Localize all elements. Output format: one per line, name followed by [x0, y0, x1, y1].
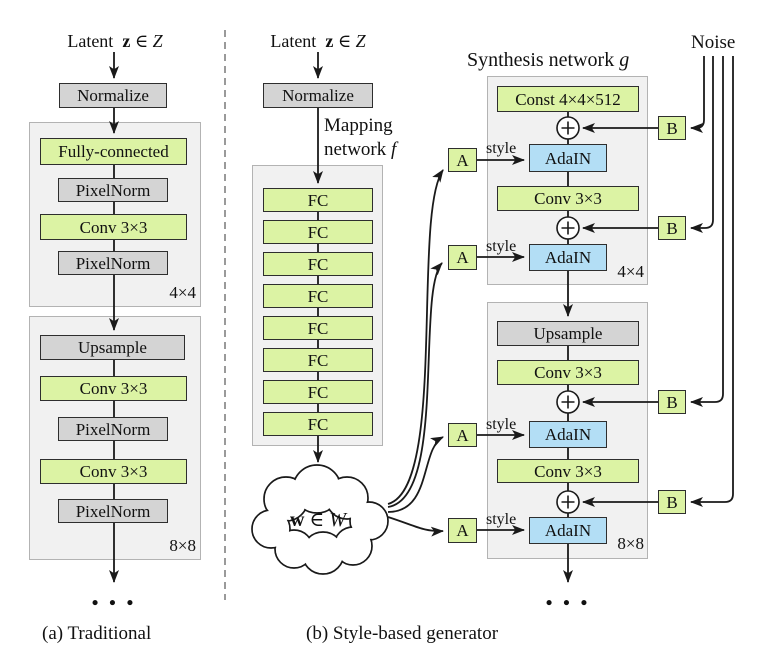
noise-b-box: B	[658, 116, 686, 140]
style-label: style	[486, 416, 517, 433]
synthesis-title: Synthesis network	[467, 49, 615, 71]
element-of-symbol: ∈	[337, 31, 352, 51]
style-broadcast-arrows	[387, 169, 444, 537]
style-label: style	[486, 511, 517, 528]
mapping-word: Mapping	[324, 115, 393, 136]
w-var: w	[290, 509, 305, 531]
latent-word: Latent	[270, 31, 317, 51]
mapping-network-label: Mapping network f	[324, 114, 396, 162]
latent-label-b: Latent z ∈ Z	[233, 30, 403, 53]
pixelnorm-box: PixelNorm	[58, 417, 168, 441]
affine-a-box: A	[448, 148, 477, 172]
fc-box: FC	[263, 252, 373, 276]
noise-lines	[690, 56, 734, 507]
conv3x3-box: Conv 3×3	[497, 360, 639, 385]
noise-label: Noise	[691, 32, 736, 53]
mapping-f-symbol: f	[391, 138, 397, 160]
latent-space-symbol: Z	[355, 31, 366, 51]
conv3x3-box: Conv 3×3	[40, 459, 187, 484]
affine-a-box: A	[448, 245, 477, 270]
w-space-label: w ∈ W	[258, 508, 378, 533]
resolution-label-4x4: 4×4	[169, 283, 196, 302]
fc-box: FC	[263, 220, 373, 244]
network-word: network	[324, 138, 387, 160]
noise-b-box: B	[658, 216, 686, 240]
adain-box: AdaIN	[529, 244, 607, 271]
fc-box: FC	[263, 316, 373, 340]
latent-z-var: z	[325, 31, 334, 51]
fc-box: FC	[263, 284, 373, 308]
latent-label-a: Latent z ∈ Z	[30, 30, 200, 53]
pixelnorm-box: PixelNorm	[58, 251, 168, 275]
plus-circle-icons	[556, 116, 580, 514]
upsample-box: Upsample	[40, 335, 185, 360]
caption-a: (a) Traditional	[42, 623, 152, 644]
affine-a-box: A	[448, 518, 477, 543]
fc-box: FC	[263, 412, 373, 436]
resolution-label-8x8: 8×8	[617, 534, 644, 553]
style-label: style	[486, 140, 517, 157]
synthesis-network-label: Synthesis network g	[467, 48, 629, 73]
conv3x3-box: Conv 3×3	[497, 459, 639, 483]
element-of-symbol: ∈	[134, 31, 149, 51]
noise-b-box: B	[658, 490, 686, 514]
upsample-box: Upsample	[497, 321, 639, 346]
element-of-symbol: ∈	[309, 509, 325, 531]
resolution-label-8x8: 8×8	[169, 536, 196, 555]
latent-space-symbol: Z	[152, 31, 163, 51]
pixelnorm-box: PixelNorm	[58, 178, 168, 202]
w-space-cloud	[251, 464, 389, 575]
caption-b: (b) Style-based generator	[306, 623, 499, 644]
adain-box: AdaIN	[529, 421, 607, 448]
conv3x3-box: Conv 3×3	[40, 214, 187, 240]
fc-box: FC	[263, 380, 373, 404]
latent-word: Latent	[67, 31, 114, 51]
fc-box: FC	[263, 348, 373, 372]
latent-z-var: z	[122, 31, 131, 51]
a-to-adain-arrows	[477, 155, 525, 535]
adain-box: AdaIN	[529, 517, 607, 544]
synthesis-g-symbol: g	[619, 49, 630, 71]
fully-connected-box: Fully-connected	[40, 138, 187, 165]
conv3x3-box: Conv 3×3	[40, 376, 187, 401]
continuation-dots-a: • • •	[91, 593, 137, 614]
normalize-box-a: Normalize	[59, 83, 167, 108]
affine-a-box: A	[448, 423, 477, 447]
conv3x3-box: Conv 3×3	[497, 186, 639, 211]
b-to-plus-arrows	[582, 123, 658, 507]
noise-b-box: B	[658, 390, 686, 414]
adain-box: AdaIN	[529, 144, 607, 172]
pixelnorm-box: PixelNorm	[58, 499, 168, 523]
continuation-dots-b: • • •	[545, 593, 591, 614]
w-space-symbol: W	[329, 509, 346, 531]
normalize-box-b: Normalize	[263, 83, 373, 108]
const-input-box: Const 4×4×512	[497, 86, 639, 112]
resolution-label-4x4: 4×4	[617, 262, 644, 281]
style-label: style	[486, 238, 517, 255]
fc-box: FC	[263, 188, 373, 212]
